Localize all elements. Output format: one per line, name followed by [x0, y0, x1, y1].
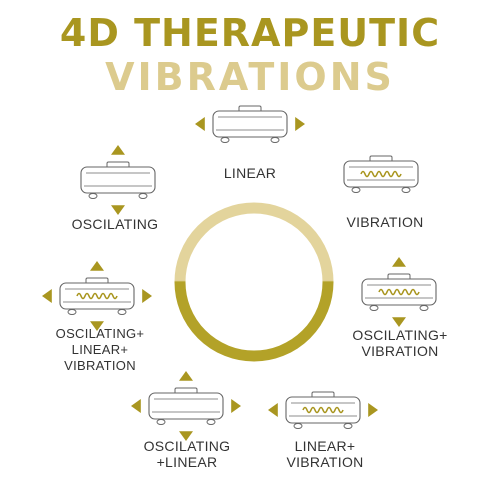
vibration-wave-icon [378, 288, 420, 296]
headline-line-2: VIBRATIONS [105, 55, 395, 99]
label-oscilating-vibration: OSCILATING+ VIBRATION [352, 327, 448, 359]
label-oscilating-linear: OSCILATING +LINEAR [143, 438, 231, 470]
platform-oscilating [80, 145, 156, 215]
arrow-down-icon [111, 205, 125, 215]
label-oscilating: OSCILATING [71, 216, 159, 232]
vibration-wave-icon [360, 170, 402, 178]
vibration-wave-icon [76, 292, 118, 300]
arrow-up-icon [392, 257, 406, 267]
arrow-down-icon [392, 317, 406, 327]
platform-oscilating-linear-vibration [42, 261, 152, 331]
arrow-down-icon [90, 321, 104, 331]
platform-oscilating-vibration [361, 257, 437, 327]
label-linear: LINEAR [223, 165, 277, 181]
arrow-left-icon [268, 403, 278, 417]
arrow-right-icon [231, 399, 241, 413]
arrow-right-icon [295, 117, 305, 131]
arrow-right-icon [142, 289, 152, 303]
platform-linear [195, 105, 305, 143]
vibration-wave-icon [302, 406, 344, 414]
arrow-left-icon [131, 399, 141, 413]
platform-vibration [343, 155, 419, 193]
arrow-up-icon [179, 371, 193, 381]
arrow-up-icon [90, 261, 104, 271]
label-linear-vibration: LINEAR+ VIBRATION [286, 438, 364, 470]
arrow-left-icon [195, 117, 205, 131]
label-oscilating-linear-vibration: OSCILATING+ LINEAR+ VIBRATION [55, 326, 145, 373]
platform-linear-vibration [268, 391, 378, 429]
arrow-left-icon [42, 289, 52, 303]
headline-line-1: 4D THERAPEUTIC [59, 11, 441, 55]
label-vibration: VIBRATION [346, 214, 424, 230]
arrow-up-icon [111, 145, 125, 155]
center-ring [174, 202, 334, 362]
platform-oscilating-linear [131, 371, 241, 441]
arrow-down-icon [179, 431, 193, 441]
arrow-right-icon [368, 403, 378, 417]
